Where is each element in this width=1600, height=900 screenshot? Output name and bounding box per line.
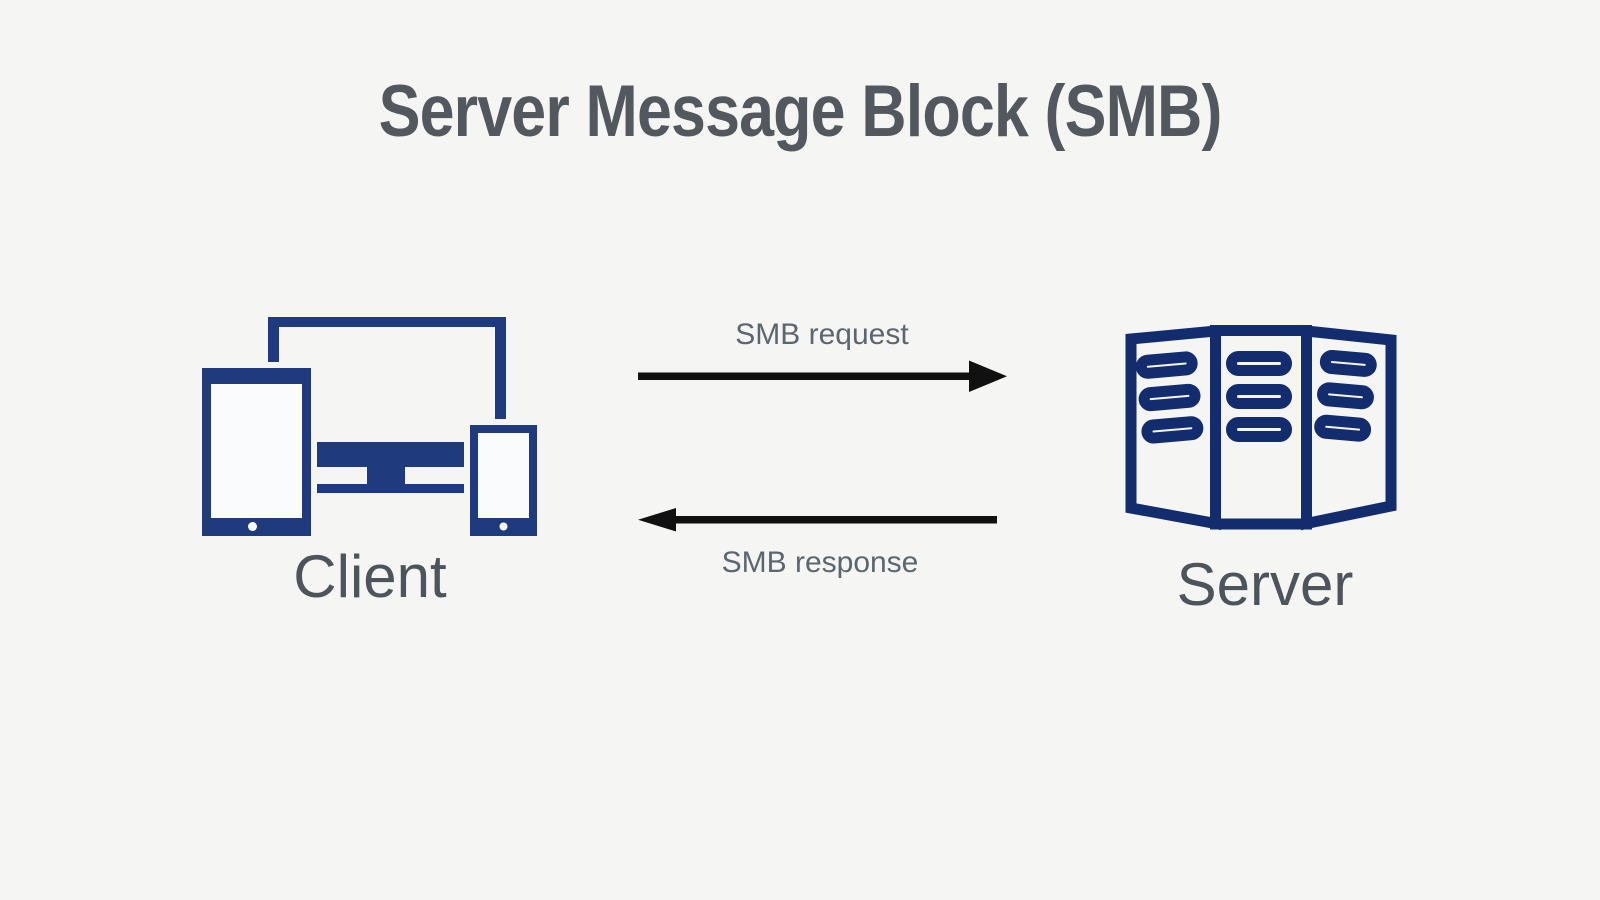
smb-request-arrow — [638, 360, 1007, 392]
server-tower-right — [1301, 324, 1397, 531]
client-devices-icon — [196, 317, 543, 542]
smb-request-label: SMB request — [735, 318, 909, 351]
page-title: Server Message Block (SMB) — [0, 70, 1600, 153]
smb-response-arrow — [638, 508, 997, 532]
smartphone-icon — [464, 419, 543, 542]
server-vents-right — [1314, 349, 1377, 442]
server-vents-left — [1135, 351, 1204, 444]
server-label: Server — [1176, 551, 1354, 618]
page-title-text: Server Message Block (SMB) — [378, 71, 1223, 152]
server-vents-middle — [1226, 351, 1292, 442]
smb-response-label: SMB response — [721, 546, 919, 579]
tablet-icon — [196, 362, 317, 542]
client-label: Client — [293, 543, 447, 610]
server-rack-icon — [1125, 324, 1397, 531]
